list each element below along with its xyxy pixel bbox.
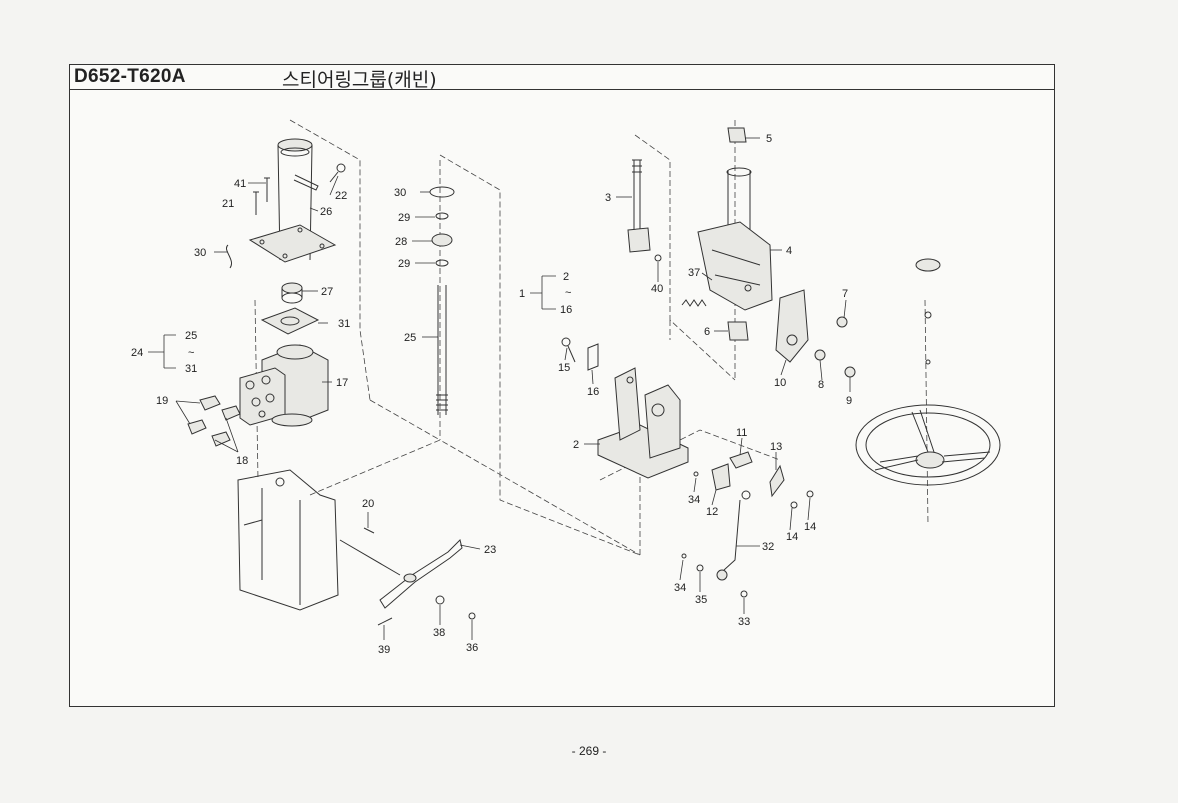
callout-8: 8 <box>818 379 824 391</box>
callout-4: 4 <box>786 245 792 257</box>
callout-21: 21 <box>222 198 234 210</box>
callout-28: 28 <box>395 236 407 248</box>
callout-9: 9 <box>846 395 852 407</box>
callout-31-a: 31 <box>338 318 350 330</box>
callout-3: 3 <box>605 192 611 204</box>
page-title: 스티어링그룹(캐빈) <box>282 69 437 91</box>
callout-12: 12 <box>706 506 718 518</box>
support-bracket <box>237 469 339 611</box>
steering-shaft-25 <box>429 186 455 415</box>
column-housing-4 <box>697 127 773 311</box>
callout-36: 36 <box>466 642 478 654</box>
bolts-21-22-41 <box>226 163 346 269</box>
callout-6: 6 <box>704 326 710 338</box>
callout-17: 17 <box>336 377 348 389</box>
steering-column-tube <box>248 138 337 263</box>
steering-unit-17 <box>239 344 329 427</box>
steering-wheel <box>855 258 1001 486</box>
callout-32: 32 <box>762 541 774 553</box>
callout-26: 26 <box>320 206 332 218</box>
callout-40: 40 <box>651 283 663 295</box>
plate-31 <box>260 307 320 335</box>
callout-14-a: 14 <box>804 521 816 533</box>
callout-39: 39 <box>378 644 390 656</box>
callout-18: 18 <box>236 455 248 467</box>
callout-15: 15 <box>558 362 570 374</box>
callout-23: 23 <box>484 544 496 556</box>
callout-11: 11 <box>736 427 747 439</box>
callouts: 41 21 22 26 30 27 31 25 ~ 24 31 17 19 18… <box>131 133 852 656</box>
lever-23 <box>339 527 476 626</box>
callout-2-group: 2 <box>563 271 569 283</box>
callout-30-left: 30 <box>194 247 206 259</box>
column-bracket-2 <box>597 367 689 479</box>
bushing-6 <box>727 321 749 341</box>
callout-29-a: 29 <box>398 212 410 224</box>
page-number: - 269 - <box>571 744 607 758</box>
spacer-27 <box>281 282 303 304</box>
callout-29-b: 29 <box>398 258 410 270</box>
callout-16-group: 16 <box>560 304 572 316</box>
callout-25: 25 <box>404 332 416 344</box>
leader-lines <box>148 137 851 640</box>
nut-8-bolt-7-9 <box>814 316 856 378</box>
callout-22: 22 <box>335 190 347 202</box>
callout-14-b: 14 <box>786 531 798 543</box>
callout-30-mid: 30 <box>394 187 406 199</box>
callout-13: 13 <box>770 441 782 453</box>
callout-10: 10 <box>774 377 786 389</box>
callout-38: 38 <box>433 627 445 639</box>
callout-7: 7 <box>842 288 848 300</box>
callout-1: 1 <box>519 288 525 300</box>
model-code: D652-T620A <box>74 66 186 87</box>
header-bar: D652-T620A 스티어링그룹(캐빈) <box>70 65 1054 91</box>
callout-27: 27 <box>321 286 333 298</box>
callout-24: 24 <box>131 347 143 359</box>
upper-shaft-3 <box>627 159 662 262</box>
callout-25-group: 25 <box>185 330 197 342</box>
bolt-15-clip-16 <box>561 337 599 371</box>
callout-20: 20 <box>362 498 374 510</box>
plate-10 <box>775 289 809 363</box>
assembly-lines <box>254 119 929 556</box>
fittings-18-19 <box>187 395 241 447</box>
callout-37: 37 <box>688 267 700 279</box>
callout-41: 41 <box>234 178 246 190</box>
callout-34-a: 34 <box>688 494 700 506</box>
callout-2: 2 <box>573 439 579 451</box>
linkage <box>681 451 814 598</box>
callout-34-b: 34 <box>674 582 686 594</box>
callout-31-b: 31 <box>185 363 197 375</box>
spring-37 <box>681 299 707 307</box>
diagram-frame: D652-T620A 스티어링그룹(캐빈) <box>69 64 1055 707</box>
callout-33: 33 <box>738 616 750 628</box>
callout-16: 16 <box>587 386 599 398</box>
callout-35: 35 <box>695 594 707 606</box>
callout-tilde-b: ~ <box>565 287 571 299</box>
callout-19: 19 <box>156 395 168 407</box>
callout-5: 5 <box>766 133 772 145</box>
callout-tilde-a: ~ <box>188 347 194 359</box>
